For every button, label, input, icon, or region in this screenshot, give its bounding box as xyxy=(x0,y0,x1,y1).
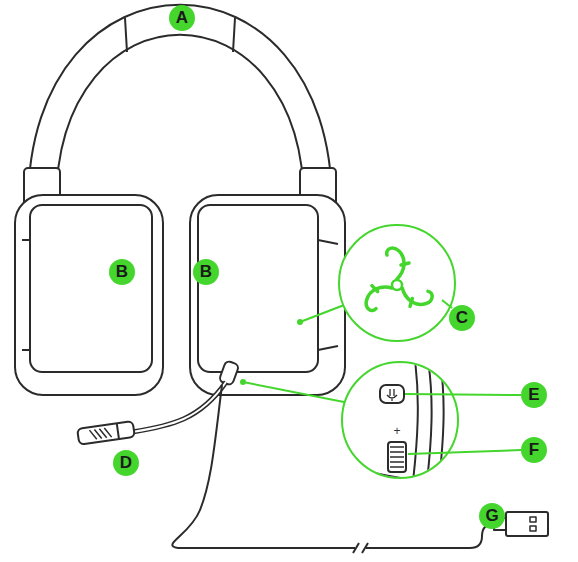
callout-letter: F xyxy=(521,437,547,463)
callout-letter: G xyxy=(479,503,505,529)
callout-letter: E xyxy=(521,382,547,408)
callout-letter: B xyxy=(193,259,219,285)
callout-letter: C xyxy=(449,305,475,331)
callout-letter: A xyxy=(169,5,195,31)
callout-letter: B xyxy=(109,259,135,285)
callout-letter: D xyxy=(113,450,139,476)
plus-mark: + xyxy=(393,425,400,437)
